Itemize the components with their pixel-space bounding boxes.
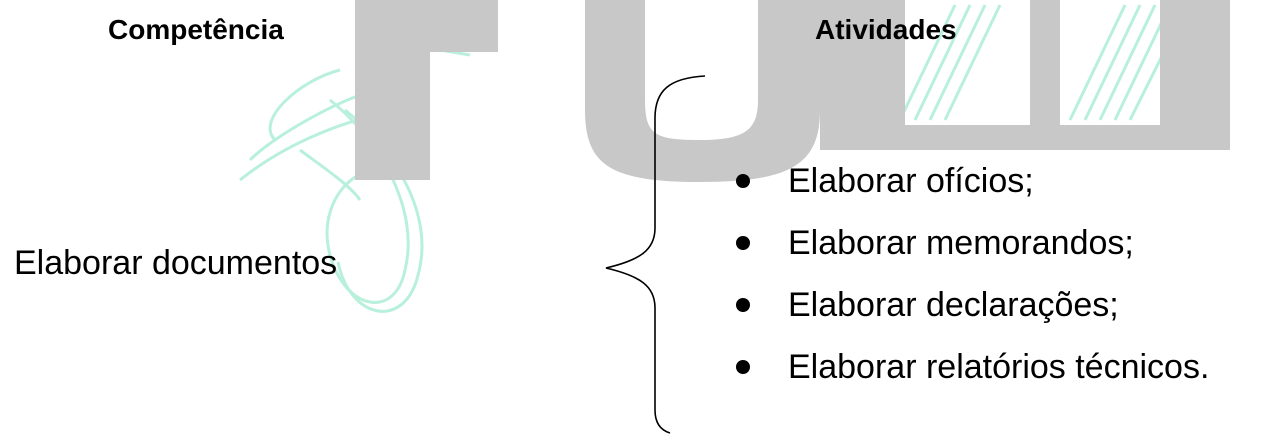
bullet-icon [736,236,750,250]
activities-heading: Atividades [815,8,957,52]
activity-item: Elaborar declarações; [735,279,1209,341]
activities-list: Elaborar ofícios; Elaborar memorandos; E… [735,155,1209,403]
competence-text: Elaborar documentos [14,241,337,285]
competence-heading: Competência [108,8,284,52]
activity-text: Elaborar ofícios; [788,162,1034,200]
activity-text: Elaborar declarações; [788,286,1119,324]
activity-item: Elaborar memorandos; [735,217,1209,279]
activity-text: Elaborar relatórios técnicos. [788,348,1209,386]
bullet-icon [736,298,750,312]
activity-item: Elaborar relatórios técnicos. [735,341,1209,403]
activity-item: Elaborar ofícios; [735,155,1209,217]
bullet-icon [736,360,750,374]
activity-text: Elaborar memorandos; [788,224,1134,262]
bullet-icon [736,174,750,188]
curly-brace-path [606,76,705,433]
